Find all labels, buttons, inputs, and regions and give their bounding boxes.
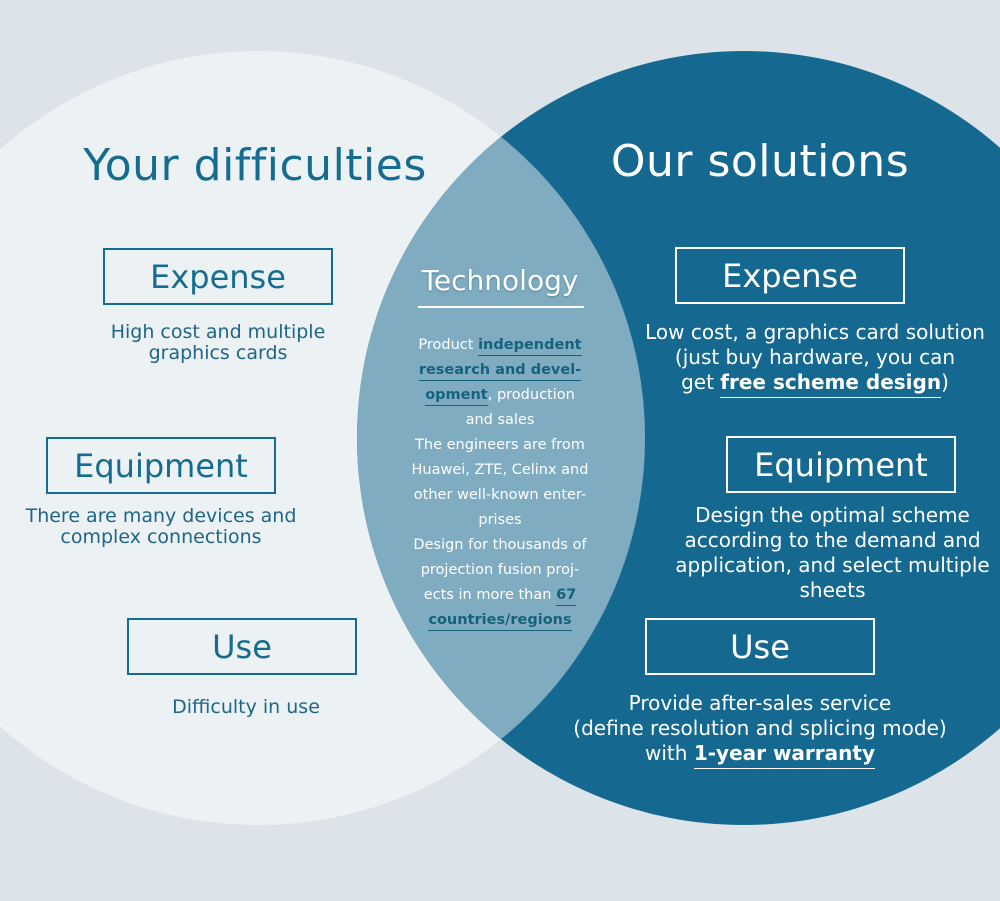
highlight-free-scheme: free scheme design	[720, 370, 942, 398]
left-use-box: Use	[127, 618, 357, 675]
right-use-desc: Provide after-sales service (define reso…	[570, 691, 950, 769]
left-expense-box: Expense	[103, 248, 333, 305]
right-equipment-desc: Design the optimal scheme according to t…	[675, 503, 990, 602]
right-expense-desc: Low cost, a graphics card solution (just…	[640, 320, 990, 398]
left-equipment-desc: There are many devices and complex conne…	[25, 505, 297, 548]
highlight-warranty: 1-year warranty	[693, 741, 875, 769]
highlight-research: research and devel-	[418, 362, 582, 381]
highlight-opment: opment	[425, 387, 488, 406]
right-equipment-box: Equipment	[726, 436, 956, 493]
overlap-region	[357, 51, 645, 825]
left-equipment-box: Equipment	[46, 437, 276, 494]
center-text: Product independent research and devel- …	[400, 333, 600, 633]
highlight-67: 67	[556, 587, 577, 606]
center-title: Technology	[421, 264, 579, 297]
right-title: Our solutions	[610, 136, 910, 187]
center-title-underline	[418, 306, 584, 308]
left-title: Your difficulties	[83, 140, 427, 191]
highlight-countries: countries/regions	[428, 612, 572, 631]
highlight-independent: independent	[478, 337, 582, 356]
left-use-desc: Difficulty in use	[172, 696, 320, 718]
left-expense-desc: High cost and multiple graphics cards	[110, 321, 326, 364]
right-use-box: Use	[645, 618, 875, 675]
right-expense-box: Expense	[675, 247, 905, 304]
